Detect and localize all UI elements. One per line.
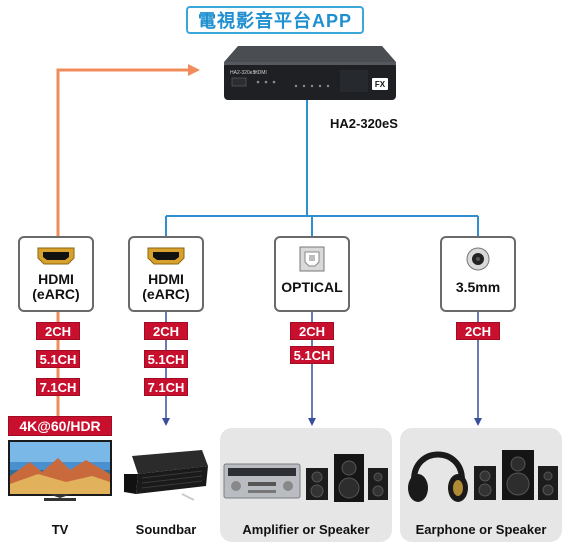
- audio-jack-icon: [466, 247, 490, 271]
- port-label-line2: (eARC): [142, 286, 190, 302]
- device-logo-text: FX: [375, 80, 386, 89]
- badge-7-1ch: 7.1CH: [36, 378, 80, 396]
- tv-app-link-line: [56, 68, 192, 238]
- badge-2ch: 2CH: [144, 322, 188, 340]
- badge-5-1ch: 5.1CH: [144, 350, 188, 368]
- soundbar-arrowhead: [162, 418, 170, 426]
- tv-image: [8, 440, 112, 501]
- badge-2ch: 2CH: [36, 322, 80, 340]
- tv-app-arrowhead: [188, 64, 200, 76]
- caption-amplifier-speaker: Amplifier or Speaker: [242, 522, 370, 537]
- headphone-speaker-image: [408, 450, 558, 502]
- port-hdmi-earc-soundbar: HDMI (eARC): [128, 236, 204, 312]
- device-front-text-model: HA2-320eS: [230, 70, 257, 76]
- caption-earphone-speaker: Earphone or Speaker: [415, 522, 547, 537]
- hdmi-connector-icon: [147, 247, 185, 265]
- badge-7-1ch: 7.1CH: [144, 378, 188, 396]
- app-title: 電視影音平台APP: [186, 6, 364, 34]
- port-label-line1: HDMI: [38, 271, 74, 287]
- port-label-line1: OPTICAL: [281, 279, 343, 295]
- soundbar-image: [124, 450, 208, 501]
- badge-2ch: 2CH: [290, 322, 334, 340]
- caption-tv: TV: [51, 522, 69, 537]
- port-label-line2: (eARC): [32, 286, 80, 302]
- badge-5-1ch: 5.1CH: [290, 346, 334, 364]
- device-front-text-hdmi: HDMI: [254, 70, 267, 76]
- device-logo-badge: [372, 78, 388, 90]
- port-label-line1: 3.5mm: [455, 279, 501, 295]
- jack-arrowhead: [474, 418, 482, 426]
- badge-2ch: 2CH: [456, 322, 500, 340]
- port-optical: OPTICAL: [274, 236, 350, 312]
- hdmi-connector-icon: [37, 247, 75, 265]
- ha2-320es-device: HA2-320eS HDMI FX: [224, 46, 396, 100]
- port-label-line1: HDMI: [148, 271, 184, 287]
- badge-4k60-hdr: 4K@60/HDR: [8, 416, 112, 436]
- port-hdmi-earc-tv: HDMI (eARC): [18, 236, 94, 312]
- optical-port-icon: [299, 246, 325, 272]
- optical-arrowhead: [308, 418, 316, 426]
- caption-soundbar: Soundbar: [135, 522, 197, 537]
- port-3-5mm: 3.5mm: [440, 236, 516, 312]
- device-model-label: HA2-320eS: [330, 116, 398, 131]
- amplifier-speaker-image: [223, 454, 388, 502]
- badge-5-1ch: 5.1CH: [36, 350, 80, 368]
